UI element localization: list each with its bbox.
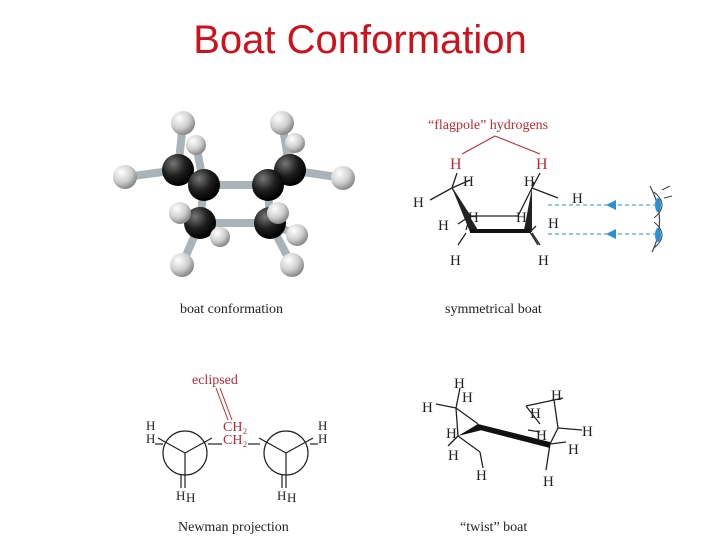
h-label: H [287, 490, 296, 505]
h-label: H [277, 488, 286, 503]
h-label: H [146, 418, 155, 433]
h-label: H [516, 210, 527, 226]
h-label: H [524, 174, 535, 190]
twist-boat-diagram: H H H H H H H H H H H H [422, 376, 593, 490]
h-label: H [462, 390, 473, 406]
h-label: H [450, 253, 461, 269]
h-label: H [476, 468, 487, 484]
boat-ball-stick-model [113, 111, 355, 277]
h-label: H [463, 174, 474, 190]
eye-icon [649, 185, 673, 253]
h-label: H [186, 490, 195, 505]
flagpole-annotation: “flagpole” hydrogens [428, 118, 548, 133]
symmetrical-boat-diagram: “flagpole” hydrogens H H H H H H H H H H… [413, 118, 673, 269]
h-label: H [318, 431, 327, 446]
h-label: H [536, 428, 547, 444]
h-label: H [548, 216, 559, 232]
boat-conformation-caption: boat conformation [180, 302, 284, 317]
h-label: H [413, 195, 424, 211]
h-label: H [318, 418, 327, 433]
h-label: H [446, 426, 457, 442]
h-label: H [568, 442, 579, 458]
h-label: H [572, 191, 583, 207]
slide-title: Boat Conformation [193, 18, 527, 62]
h-label: H [448, 448, 459, 464]
ch2-back-label: CH₂ [223, 433, 247, 448]
flagpole-h-left: H [450, 156, 462, 173]
newman-projection-diagram: eclipsed CH₂ CH₂ H H H H H H H H [146, 373, 327, 505]
h-label: H [551, 388, 562, 404]
h-label: H [543, 474, 554, 490]
symmetrical-boat-caption: symmetrical boat [445, 302, 542, 317]
h-label: H [468, 210, 479, 226]
h-label: H [530, 406, 541, 422]
h-label: H [538, 253, 549, 269]
h-label: H [582, 424, 593, 440]
eclipsed-annotation: eclipsed [192, 373, 238, 388]
twist-boat-caption: “twist” boat [460, 520, 528, 535]
ch2-front-label: CH₂ [223, 420, 247, 435]
h-label: H [176, 488, 185, 503]
h-label: H [146, 431, 155, 446]
flagpole-h-right: H [536, 156, 548, 173]
h-label: H [454, 376, 465, 392]
h-label: H [422, 400, 433, 416]
newman-projection-caption: Newman projection [178, 520, 289, 535]
h-label: H [438, 218, 449, 234]
